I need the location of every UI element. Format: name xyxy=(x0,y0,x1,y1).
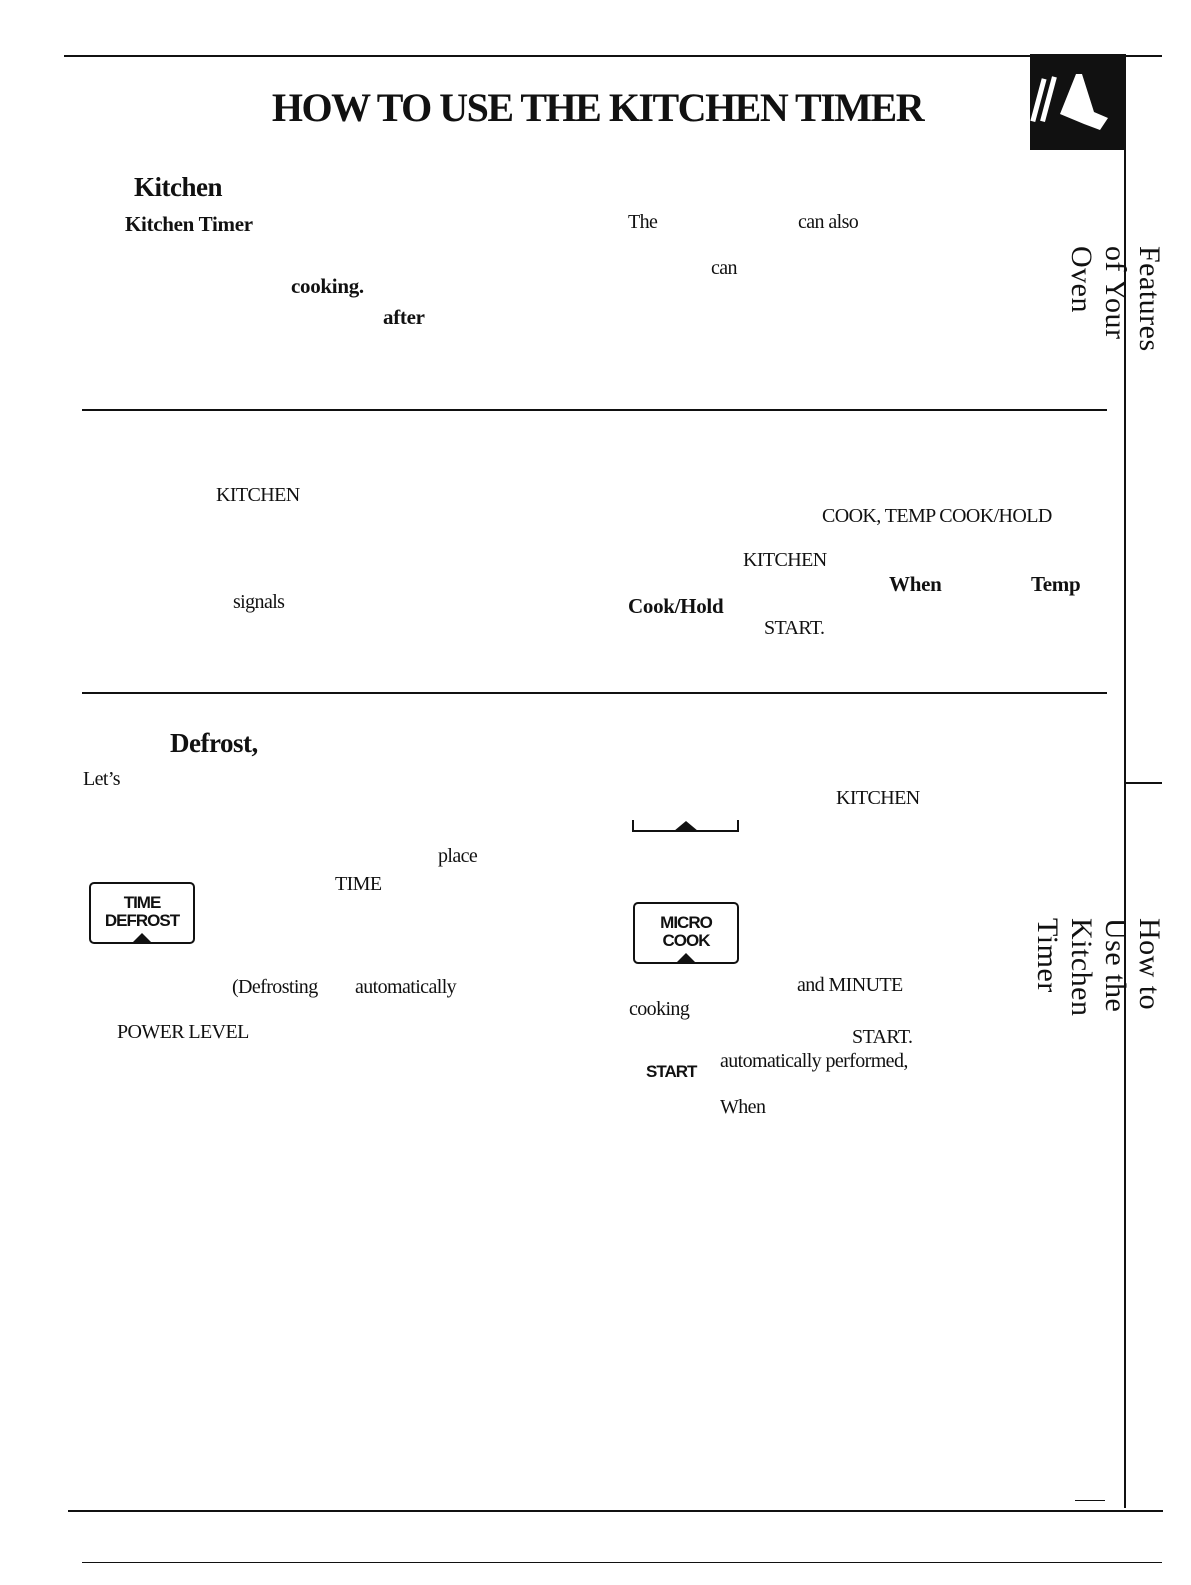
timer-pad-indicator-icon xyxy=(632,818,740,839)
middle-temp: Temp xyxy=(1031,572,1081,596)
section-divider-2 xyxy=(82,692,1107,694)
example-and-minute: and MINUTE xyxy=(797,974,903,996)
section-divider-1 xyxy=(82,409,1107,411)
small-mark xyxy=(1075,1500,1105,1501)
key-indicator-icon xyxy=(676,953,696,963)
time-defrost-label-1: TIME xyxy=(123,893,162,912)
example-power-level: POWER LEVEL xyxy=(117,1021,249,1043)
sidebar-label-how-to-use: How to Use the Kitchen Timer xyxy=(1031,918,1166,1017)
bottom-rule xyxy=(68,1510,1163,1512)
middle-cook-hold: Cook/Hold xyxy=(628,594,724,618)
middle-start: START. xyxy=(764,617,825,639)
top-rule xyxy=(64,55,1162,57)
page-title: HOW TO USE THE KITCHEN TIMER xyxy=(271,85,925,130)
middle-modes: COOK, TEMP COOK/HOLD xyxy=(822,505,1052,527)
intro-kitchen-timer: Kitchen Timer xyxy=(125,212,253,236)
section-heading-defrost: Defrost, xyxy=(170,728,258,758)
intro-the: The xyxy=(628,211,658,233)
oven-hand-logo-icon xyxy=(1030,54,1126,150)
example-kitchen-right: KITCHEN xyxy=(836,787,920,809)
middle-signals: signals xyxy=(233,591,285,613)
sidebar-divider xyxy=(1126,782,1162,784)
micro-cook-label-1: MICRO xyxy=(660,913,713,932)
example-cooking: cooking xyxy=(629,998,690,1020)
example-automatically: automatically xyxy=(355,976,457,998)
footer-rule xyxy=(82,1562,1162,1563)
example-start: START. xyxy=(852,1026,913,1048)
intro-cooking: cooking. xyxy=(291,274,364,298)
time-defrost-button[interactable]: TIME DEFROST xyxy=(89,882,195,944)
start-button[interactable]: START xyxy=(646,1062,697,1081)
middle-kitchen-right: KITCHEN xyxy=(743,549,827,571)
key-indicator-icon xyxy=(132,933,152,943)
micro-cook-label-2: COOK xyxy=(662,931,711,950)
middle-when: When xyxy=(889,572,942,596)
example-time: TIME xyxy=(335,873,382,895)
intro-after: after xyxy=(383,305,425,329)
sidebar-rule xyxy=(1124,55,1126,1508)
middle-kitchen: KITCHEN xyxy=(216,484,300,506)
time-defrost-label-2: DEFROST xyxy=(104,911,180,930)
intro-can-also: can also xyxy=(798,211,859,233)
example-automatically-performed: automatically performed, xyxy=(720,1050,908,1072)
example-defrosting: (Defrosting xyxy=(232,976,318,998)
section-heading-kitchen: Kitchen xyxy=(134,172,223,202)
example-place: place xyxy=(438,845,478,867)
example-when: When xyxy=(720,1096,766,1118)
micro-cook-button[interactable]: MICRO COOK xyxy=(633,902,739,964)
intro-can: can xyxy=(711,257,738,279)
sidebar-label-features: Features of Your Oven xyxy=(1065,246,1166,352)
example-lets: Let’s xyxy=(83,768,121,790)
